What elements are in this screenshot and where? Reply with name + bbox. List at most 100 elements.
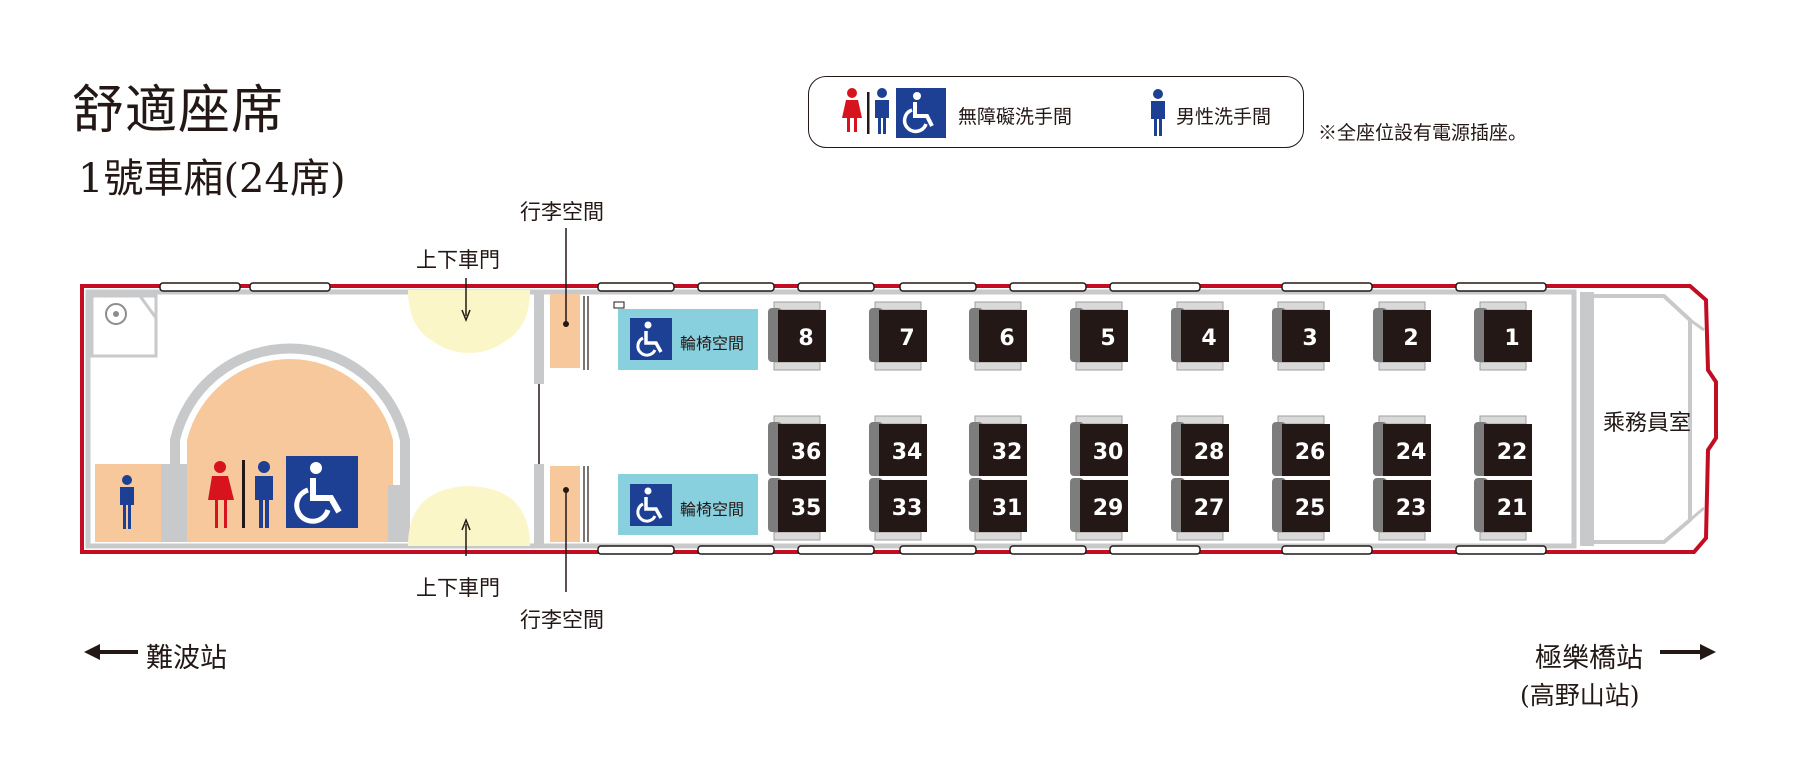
- legend-box: [808, 76, 1304, 148]
- sink-icon: [105, 303, 127, 325]
- seat-number: 25: [1295, 496, 1326, 521]
- seat-cushion: [1181, 480, 1229, 532]
- seat-cushion: [879, 424, 927, 476]
- seat-number: 21: [1497, 496, 1528, 521]
- seat[interactable]: 36: [768, 415, 826, 476]
- seat[interactable]: 6: [969, 301, 1027, 371]
- seat-cushion: [1484, 480, 1532, 532]
- seat-number: 7: [899, 326, 914, 351]
- seat-cushion: [1181, 310, 1229, 362]
- seat-number: 33: [892, 496, 923, 521]
- crew-room-label: 乘務員室: [1603, 411, 1692, 436]
- luggage-label-bottom: 行李空間: [520, 608, 604, 632]
- legend-icons: [842, 88, 946, 138]
- page-subtitle: 1號車廂(24席): [78, 156, 346, 202]
- wheelchair-label-top: 輪椅空間: [680, 334, 745, 353]
- seat[interactable]: 8: [768, 301, 826, 371]
- power-outlet-note: ※全座位設有電源插座。: [1318, 122, 1528, 144]
- luggage-space-bottom: [550, 466, 580, 542]
- direction-left-label: 難波站: [146, 643, 227, 674]
- sink-room: [90, 294, 158, 358]
- seat[interactable]: 7: [869, 301, 927, 371]
- seat[interactable]: 21: [1474, 478, 1532, 541]
- windows-top: [159, 282, 1547, 292]
- wheelchair-icon: [630, 484, 672, 526]
- windows-bottom: [597, 545, 1547, 555]
- crew-room: [1594, 294, 1692, 544]
- direction-right-label: 極樂橋站: [1535, 643, 1643, 674]
- seat-cushion: [879, 480, 927, 532]
- page-title: 舒適座席: [72, 81, 285, 141]
- seat[interactable]: 27: [1171, 478, 1229, 541]
- seat[interactable]: 33: [869, 478, 927, 541]
- wheelchair-label-bottom: 輪椅空間: [680, 500, 745, 519]
- seat[interactable]: 1: [1474, 301, 1532, 371]
- seat[interactable]: 29: [1070, 478, 1128, 541]
- seat-cushion: [1484, 424, 1532, 476]
- seat[interactable]: 2: [1373, 301, 1431, 371]
- direction-right-sub-label: (高野山站): [1520, 681, 1640, 710]
- legend-divider: [867, 92, 870, 134]
- door-label-bottom: 上下車門: [416, 576, 500, 600]
- seat-number: 5: [1100, 326, 1115, 351]
- seat-number: 24: [1396, 440, 1427, 465]
- seat-number: 6: [999, 326, 1014, 351]
- seat-cushion: [1383, 424, 1431, 476]
- male-icon: [255, 461, 273, 528]
- seat-cushion: [1080, 480, 1128, 532]
- seat-number: 3: [1302, 326, 1317, 351]
- seat[interactable]: 25: [1272, 478, 1330, 541]
- seat[interactable]: 26: [1272, 415, 1330, 476]
- seat[interactable]: 22: [1474, 415, 1532, 476]
- seat-number: 1: [1504, 326, 1519, 351]
- seat[interactable]: 4: [1171, 301, 1229, 371]
- seat[interactable]: 28: [1171, 415, 1229, 476]
- seat-cushion: [1282, 480, 1330, 532]
- seat[interactable]: 31: [969, 478, 1027, 541]
- seat-number: 8: [798, 326, 813, 351]
- seat-number: 27: [1194, 496, 1225, 521]
- seat[interactable]: 34: [869, 415, 927, 476]
- seat-cushion: [1383, 480, 1431, 532]
- seat-number: 36: [791, 440, 822, 465]
- seat-cushion: [979, 424, 1027, 476]
- seat-number: 32: [992, 440, 1023, 465]
- seat[interactable]: 30: [1070, 415, 1128, 476]
- seat-cushion: [1282, 424, 1330, 476]
- female-icon: [842, 88, 862, 132]
- seat-number: 29: [1093, 496, 1124, 521]
- seat-cushion: [979, 480, 1027, 532]
- door-area-bottom: [408, 486, 530, 546]
- seat-cushion: [879, 310, 927, 362]
- seat[interactable]: 23: [1373, 478, 1431, 541]
- seat-number: 22: [1497, 440, 1528, 465]
- seat-cushion: [778, 480, 826, 532]
- seat-cushion: [979, 310, 1027, 362]
- seat-number: 35: [791, 496, 822, 521]
- seat-number: 31: [992, 496, 1023, 521]
- seat[interactable]: 5: [1070, 301, 1128, 371]
- seat[interactable]: 35: [768, 478, 826, 541]
- female-icon: [208, 461, 234, 528]
- wheelchair-icon: [896, 88, 946, 138]
- crew-room-wall: [1580, 292, 1594, 546]
- seat[interactable]: 32: [969, 415, 1027, 476]
- luggage-space-top: [550, 294, 580, 368]
- legend-men-toilet-label: 男性洗手間: [1176, 106, 1272, 128]
- seat-cushion: [1080, 310, 1128, 362]
- wheelchair-icon: [286, 456, 358, 528]
- seat-cushion: [778, 310, 826, 362]
- seats: 8 36 35 7 34 33 6 32 31 5 30 29 4 28 27 3 26 25 2 24 23 1 22 21: [768, 301, 1532, 541]
- seat-number: 23: [1396, 496, 1427, 521]
- door-area-top: [408, 290, 530, 350]
- seat-cushion: [778, 424, 826, 476]
- luggage-label-top: 行李空間: [520, 200, 604, 224]
- seat[interactable]: 3: [1272, 301, 1330, 371]
- seat-cushion: [1080, 424, 1128, 476]
- seat[interactable]: 24: [1373, 415, 1431, 476]
- seat-number: 4: [1201, 326, 1216, 351]
- partition-top: [534, 292, 544, 384]
- seat-cushion: [1282, 310, 1330, 362]
- seat-number: 26: [1295, 440, 1326, 465]
